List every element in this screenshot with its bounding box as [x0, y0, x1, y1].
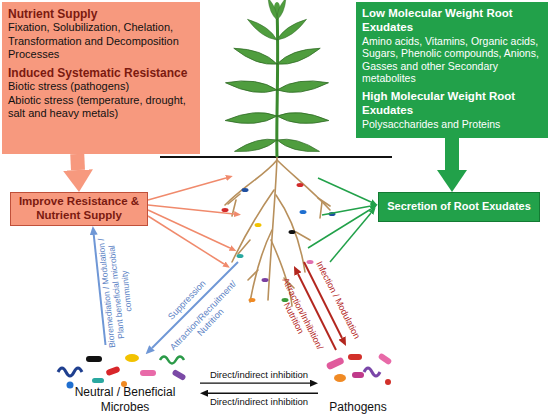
plant-leaves [225, 78, 278, 96]
box-heading: Pathogens [318, 400, 398, 414]
beneficial-microbe-icons [58, 354, 187, 389]
pathogen-icons [378, 353, 393, 366]
info-box: Nutrient SupplyFixation, Solubilization,… [2, 2, 200, 154]
pathogen-icons [352, 372, 364, 378]
edge-label: Bioremediation / Modulation / Plant bene… [96, 231, 137, 351]
plant-leaves [277, 111, 330, 126]
root-microbes [222, 183, 336, 302]
plant-leaves [276, 78, 329, 96]
box-text: Fixation, Solubilization, Chelation, Tra… [8, 21, 194, 61]
inhibition-arrow [200, 383, 310, 384]
plant-stem [274, 2, 280, 157]
process-box: Secretion of Root Exudates [378, 192, 540, 222]
box-text: Biotic stress (pathogens) [8, 80, 194, 93]
process-box: Improve Resistance & Nutrient Supply [10, 192, 148, 226]
supply-lines [148, 178, 234, 264]
exudate-lines [318, 178, 371, 202]
root-microbes [262, 278, 269, 282]
plant-leaves [276, 136, 321, 156]
plant-leaves [232, 44, 278, 68]
plant-roots [268, 157, 277, 300]
root-microbes [255, 223, 262, 227]
flow-arrow [445, 138, 459, 170]
edge-label: Direct/indirect inhibition [197, 370, 321, 381]
box-text: Polysaccharides and Proteins [362, 118, 542, 131]
plant-leaves [245, 16, 279, 43]
plant-leaves [275, 16, 309, 43]
inhibition-arrow [208, 393, 318, 394]
edge-label: Direct/indirect inhibition [197, 397, 321, 408]
beneficial-microbe-icons [92, 378, 104, 383]
beneficial-microbe-icons [67, 382, 74, 389]
plant-roots [228, 194, 330, 288]
exudate-lines [308, 209, 371, 248]
root-microbes [242, 188, 249, 192]
box-heading: Secretion of Root Exudates [382, 200, 536, 213]
beneficial-microbe-icons [171, 369, 186, 381]
beneficial-microbe-icons [140, 370, 156, 376]
root-microbes [222, 208, 229, 212]
box-text: Abiotic stress (temperature, drought, sa… [8, 94, 194, 120]
beneficial-microbe-icons [125, 354, 139, 362]
root-microbes [307, 260, 314, 264]
pathogen-icons [334, 374, 346, 382]
plant-leaves [225, 0, 330, 156]
flow-arrow [70, 154, 85, 170]
beneficial-microbe-icons [58, 368, 82, 376]
plant-stem [275, 10, 279, 157]
root-microbes [289, 230, 296, 234]
plant-roots [232, 190, 274, 262]
root-microbes [300, 210, 307, 214]
beneficial-microbe-icons [160, 357, 184, 364]
root-microbes [297, 183, 304, 187]
beneficial-microbe-icons [86, 356, 102, 362]
plant-roots [250, 230, 272, 302]
box-text: Amino acids, Vitamins, Organic acids, Su… [362, 35, 542, 85]
arrow-label: Attraction/Recruitment/ Nutrition [165, 276, 249, 363]
supply-lines [148, 205, 234, 214]
pathogen-icons [348, 354, 362, 360]
box-heading: High Molecular Weight Root Exudates [362, 90, 542, 118]
pathogen-icons [326, 356, 345, 370]
box-heading: Neutral / Beneficial Microbes [50, 385, 200, 414]
microbe-group: Pathogens [318, 345, 398, 417]
exudate-box: Low Molecular Weight Root ExudatesAmino … [356, 2, 548, 138]
pathogen-icons [364, 368, 380, 376]
beneficial-microbe-icons [105, 366, 120, 376]
exudate-lines [308, 178, 371, 262]
box-heading: Improve Resistance & Nutrient Supply [15, 195, 143, 223]
supply-lines [148, 178, 226, 200]
box-heading: Low Molecular Weight Root Exudates [362, 7, 542, 35]
pathogen-icons [326, 353, 393, 385]
plant-leaves [266, 0, 279, 21]
root-microbes [249, 298, 256, 302]
exudate-lines [330, 213, 371, 262]
pathogen-icons [385, 379, 391, 385]
plant-leaves [275, 44, 321, 68]
plant-leaves [233, 136, 278, 156]
plant-leaves [225, 111, 278, 126]
supply-lines [148, 216, 224, 264]
box-heading: Induced Systematic Resistance [8, 66, 194, 80]
root-microbes [237, 254, 244, 258]
box-heading: Nutrient Supply [8, 7, 194, 21]
microbe-group: Neutral / Beneficial Microbes [50, 345, 200, 417]
